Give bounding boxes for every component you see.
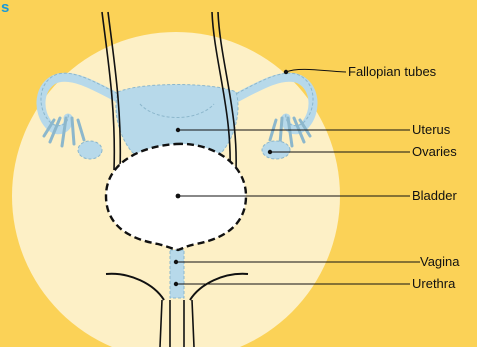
label-bladder: Bladder [412,188,457,203]
label-ovaries: Ovaries [412,144,457,159]
label-fallopian-tubes: Fallopian tubes [348,64,436,79]
label-vagina: Vagina [420,254,460,269]
label-urethra: Urethra [412,276,455,291]
right-ovary [262,141,290,159]
left-ovary [78,141,102,159]
label-uterus: Uterus [412,122,450,137]
vagina-channel [170,250,184,298]
